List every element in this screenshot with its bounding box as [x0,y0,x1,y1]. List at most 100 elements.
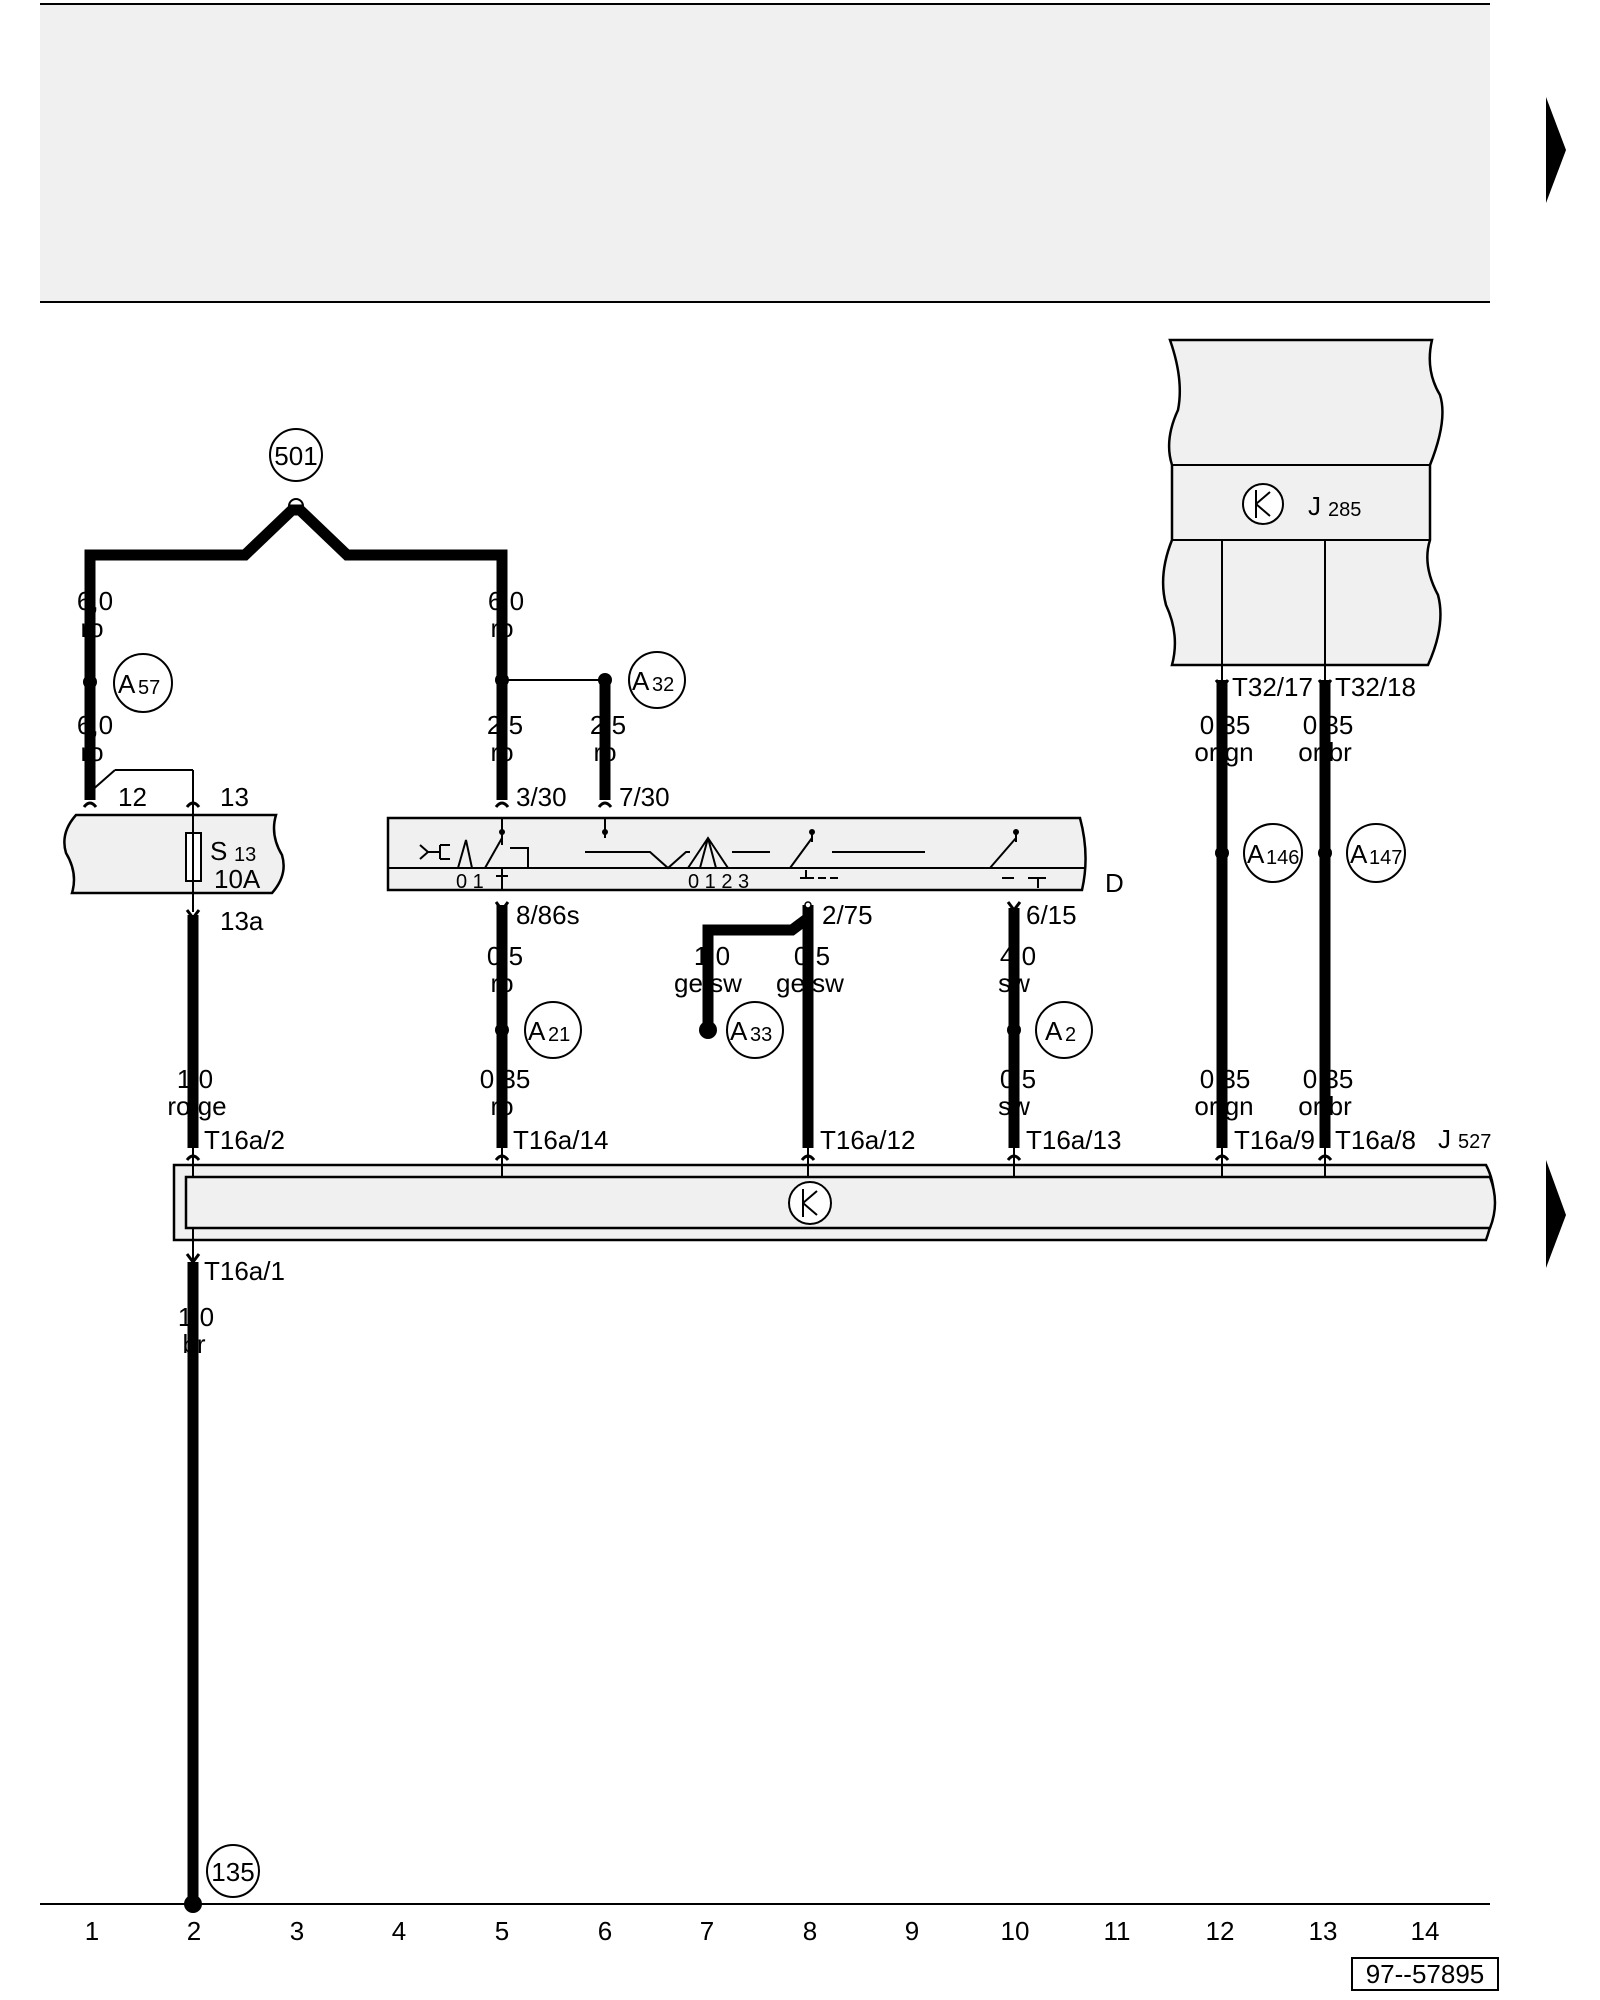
w13-a-color: or/br [1298,737,1352,767]
w7-color: ge/sw [674,968,742,998]
column-number: 5 [495,1916,509,1946]
ground-501-label: 501 [274,441,317,471]
a32-letter: A [632,666,650,696]
w5-b-size: 0,35 [480,1064,531,1094]
w5-mid-color: ro [490,737,513,767]
j527-pin-stubs [185,1148,1333,1265]
d-pin-2-75: 2/75 [822,900,873,930]
a147-letter: A [1350,839,1368,869]
a2-letter: A [1045,1016,1063,1046]
w6-mid-size: 2,5 [590,710,626,740]
connector-a147[interactable] [1346,823,1406,883]
d-positions-a: 0 1 [456,871,484,893]
a57-letter: A [118,669,136,699]
j527-electronic-symbol-icon [788,1181,832,1225]
d-pin-6-15: 6/15 [1026,900,1077,930]
d-positions-b: 0 1 2 3 [688,871,749,893]
j527-pin-1: T16a/1 [204,1256,285,1286]
w8-color: ge/sw [776,968,844,998]
w5-top-color: ro [490,613,513,643]
column-number: 8 [803,1916,817,1946]
w12-b-size: 0,35 [1200,1064,1251,1094]
fuse-pin-13: 13 [220,782,249,812]
connector-a146[interactable] [1243,823,1303,883]
j527-pin-8: T16a/8 [1335,1125,1416,1155]
j285-pin-t32-18: T32/18 [1335,672,1416,702]
fuse-pin-13a: 13a [220,906,264,936]
w5-mid-size: 2,5 [487,710,523,740]
w1-mid-size: 6,0 [77,710,113,740]
a2-number: 2 [1065,1024,1076,1046]
next-page-arrow-top[interactable] [1546,97,1566,203]
wire-col7-col8 [702,913,812,1030]
fuse-rating: 10A [214,864,261,894]
column-number: 13 [1309,1916,1338,1946]
d-pin-8-86s: 8/86s [516,900,580,930]
header-panel [40,4,1490,302]
a21-letter: A [528,1016,546,1046]
ground-501-symbol[interactable] [269,428,323,482]
connector-a2[interactable] [1035,1001,1093,1059]
a33-number: 33 [750,1024,772,1046]
d-pin-3-30: 3/30 [516,782,567,812]
column-number: 14 [1411,1916,1440,1946]
w6-mid-color: ro [593,737,616,767]
w10-a-size: 4,0 [1000,941,1036,971]
fuse-pin-12: 12 [118,782,147,812]
connector-a21[interactable] [524,1001,582,1059]
d-pin-7-30: 7/30 [619,782,670,812]
j527-number: 527 [1458,1131,1491,1153]
next-page-arrow-mid[interactable] [1546,1160,1566,1268]
w2-low-size: 1,0 [177,1064,213,1094]
fuse-number: 13 [234,844,256,866]
j285-number: 285 [1328,499,1361,521]
w12-b-color: or/gn [1194,1091,1253,1121]
w10-b-color: sw [998,1091,1030,1121]
j527-pin-13: T16a/13 [1026,1125,1121,1155]
connector-a57[interactable] [113,653,173,713]
column-number: 7 [700,1916,714,1946]
j527-control-unit [172,1163,1497,1242]
column-number: 2 [187,1916,201,1946]
a147-number: 147 [1369,847,1402,869]
footer-code: 97--57895 [1366,1959,1485,1989]
column-number: 4 [392,1916,406,1946]
j527-pin-12: T16a/12 [820,1125,915,1155]
fuse-s13: S 13 10A [63,769,285,912]
ground-135-symbol[interactable] [206,1844,260,1898]
connector-a32[interactable] [628,651,686,709]
column-number: 9 [905,1916,919,1946]
w2-bot-color: br [182,1329,205,1359]
w1-top-color: ro [80,613,103,643]
j285-letter: J [1308,491,1321,521]
w5-a-color: ro [490,968,513,998]
w12-a-color: or/gn [1194,737,1253,767]
connector-a33[interactable] [726,1001,784,1059]
w7-size: 1,0 [694,941,730,971]
w8-size: 0,5 [794,941,830,971]
j527-pin-9: T16a/9 [1234,1125,1315,1155]
fuse-letter: S [210,836,227,866]
a146-number: 146 [1266,847,1299,869]
j285-pin-t32-17: T32/17 [1232,672,1313,702]
wire-bus-top [84,504,508,565]
column-number: 12 [1206,1916,1235,1946]
w5-b-color: ro [490,1091,513,1121]
w13-b-color: or/br [1298,1091,1352,1121]
a146-letter: A [1247,839,1265,869]
d-letter: D [1105,868,1124,898]
w10-a-color: sw [998,968,1030,998]
j527-letter: J [1438,1124,1451,1154]
j285-electronic-symbol-icon [1242,483,1284,525]
j527-pin-14: T16a/14 [513,1125,608,1155]
j285-control-unit: J 285 [1161,338,1444,680]
w13-a-size: 0,35 [1303,710,1354,740]
w1-mid-color: ro [80,737,103,767]
column-number: 3 [290,1916,304,1946]
column-number: 6 [598,1916,612,1946]
a21-number: 21 [548,1024,570,1046]
a32-number: 32 [652,674,674,696]
w2-low-color: ro/ge [167,1091,226,1121]
column-number: 10 [1001,1916,1030,1946]
